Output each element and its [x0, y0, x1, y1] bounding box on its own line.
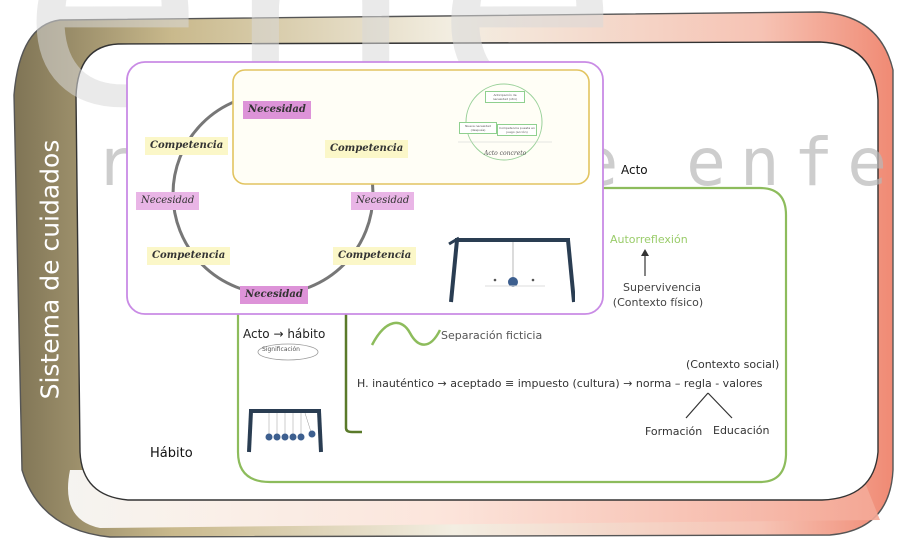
- educacion-label: Educación: [713, 424, 770, 437]
- competencia-lower-right-node: Competencia: [333, 247, 416, 265]
- autorreflexion-label: Autorreflexión: [610, 233, 688, 246]
- necesidad-left-node: Necesidad: [136, 192, 199, 210]
- pendulum-icon: [445, 232, 575, 304]
- newtons-cradle-icon: [247, 408, 327, 454]
- necesidad-bottom-node: Necesidad: [240, 286, 308, 304]
- acto-label: Acto: [621, 163, 648, 177]
- contexto-social-label: (Contexto social): [686, 358, 779, 371]
- acto-inset-caption: Acto concreto: [484, 150, 526, 157]
- inset-box-anticipation: Anticipación de necesidad (otro): [485, 91, 525, 103]
- competencia-upper-right-node: Competencia: [325, 140, 408, 158]
- acto-habito-label: Acto → hábito: [243, 327, 325, 341]
- competencia-upper-left-node: Competencia: [145, 137, 228, 155]
- inset-box-competence: Competencia puesta en juego (acción): [497, 124, 537, 136]
- separacion-label: Separación ficticia: [441, 329, 542, 342]
- necesidad-right-node: Necesidad: [351, 192, 414, 210]
- formacion-label: Formación: [645, 425, 702, 438]
- necesidad-top-node: Necesidad: [243, 101, 311, 119]
- supervivencia-label: Supervivencia: [602, 281, 722, 294]
- habit-chain-text: H. inauténtico → aceptado ≡ impuesto (cu…: [357, 377, 763, 390]
- competencia-lower-left-node: Competencia: [147, 247, 230, 265]
- habito-label: Hábito: [150, 446, 193, 461]
- inset-box-new-need: Nueva necesidad (después): [459, 122, 497, 134]
- significacion-label: Significación: [262, 346, 300, 353]
- contexto-fisico-label: (Contexto físico): [598, 296, 718, 309]
